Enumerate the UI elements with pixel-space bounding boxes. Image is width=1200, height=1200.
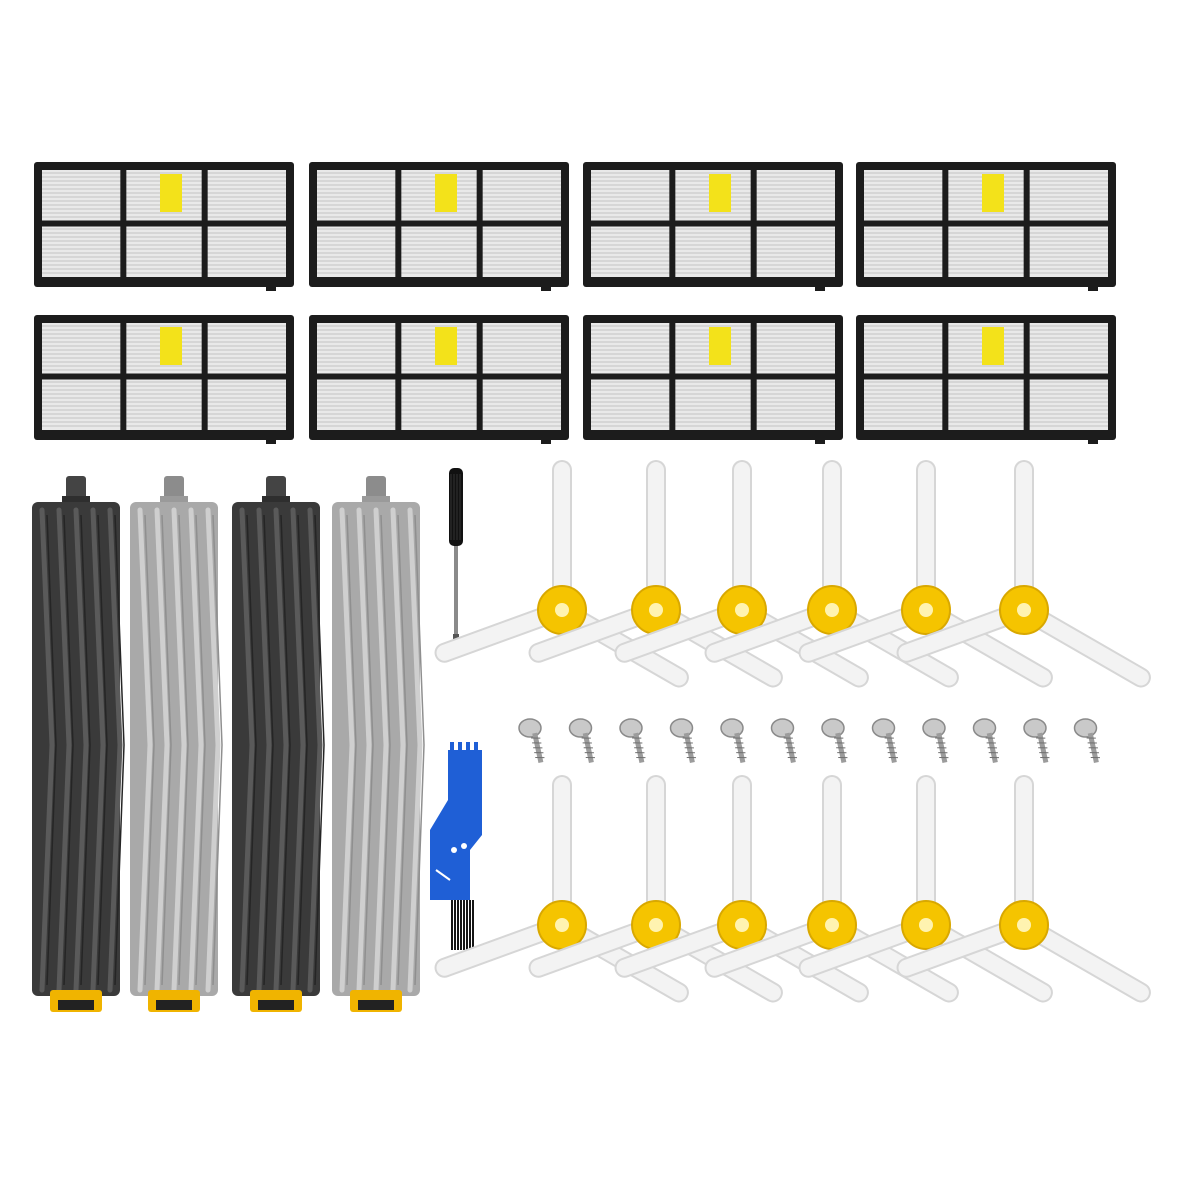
screw bbox=[1073, 718, 1100, 764]
side-brush bbox=[704, 775, 959, 1003]
main-roller-brush bbox=[32, 476, 125, 1012]
screw bbox=[972, 718, 999, 764]
side-brush bbox=[798, 460, 1053, 688]
hepa-filter bbox=[583, 162, 843, 291]
hepa-filter bbox=[856, 162, 1116, 291]
filter-pull-tab bbox=[160, 174, 182, 212]
screws bbox=[518, 718, 1100, 764]
hepa-filter bbox=[583, 315, 843, 444]
filter-pull-tab bbox=[160, 327, 182, 365]
main-roller-brush bbox=[232, 476, 325, 1012]
side-brush bbox=[704, 460, 959, 688]
filter-pull-tab bbox=[709, 174, 731, 212]
hepa-filter bbox=[309, 162, 569, 291]
screw bbox=[922, 718, 949, 764]
maintenance-tools bbox=[430, 468, 482, 950]
side-brush bbox=[614, 775, 869, 1003]
side-brushes bbox=[434, 460, 1151, 1003]
filter-pull-tab bbox=[435, 174, 457, 212]
screw bbox=[770, 718, 797, 764]
side-brush bbox=[614, 460, 869, 688]
filter-pull-tab bbox=[982, 327, 1004, 365]
hepa-filter bbox=[309, 315, 569, 444]
side-brush bbox=[896, 460, 1151, 688]
screw bbox=[619, 718, 646, 764]
hepa-filters bbox=[34, 162, 1116, 444]
screwdriver bbox=[449, 468, 463, 642]
hepa-filter bbox=[856, 315, 1116, 444]
main-roller-brush bbox=[130, 476, 223, 1012]
filter-pull-tab bbox=[435, 327, 457, 365]
side-brush bbox=[798, 775, 1053, 1003]
main-roller-brush bbox=[332, 476, 425, 1012]
filter-pull-tab bbox=[982, 174, 1004, 212]
screw bbox=[871, 718, 898, 764]
screw bbox=[669, 718, 696, 764]
screw bbox=[821, 718, 848, 764]
brush-cleaning-tool bbox=[430, 742, 482, 950]
screw bbox=[720, 718, 747, 764]
side-brush bbox=[896, 775, 1151, 1003]
main-roller-brushes bbox=[32, 476, 425, 1012]
screw bbox=[568, 718, 595, 764]
filter-pull-tab bbox=[709, 327, 731, 365]
screw bbox=[1023, 718, 1050, 764]
hepa-filter bbox=[34, 315, 294, 444]
hepa-filter bbox=[34, 162, 294, 291]
screw bbox=[518, 718, 545, 764]
